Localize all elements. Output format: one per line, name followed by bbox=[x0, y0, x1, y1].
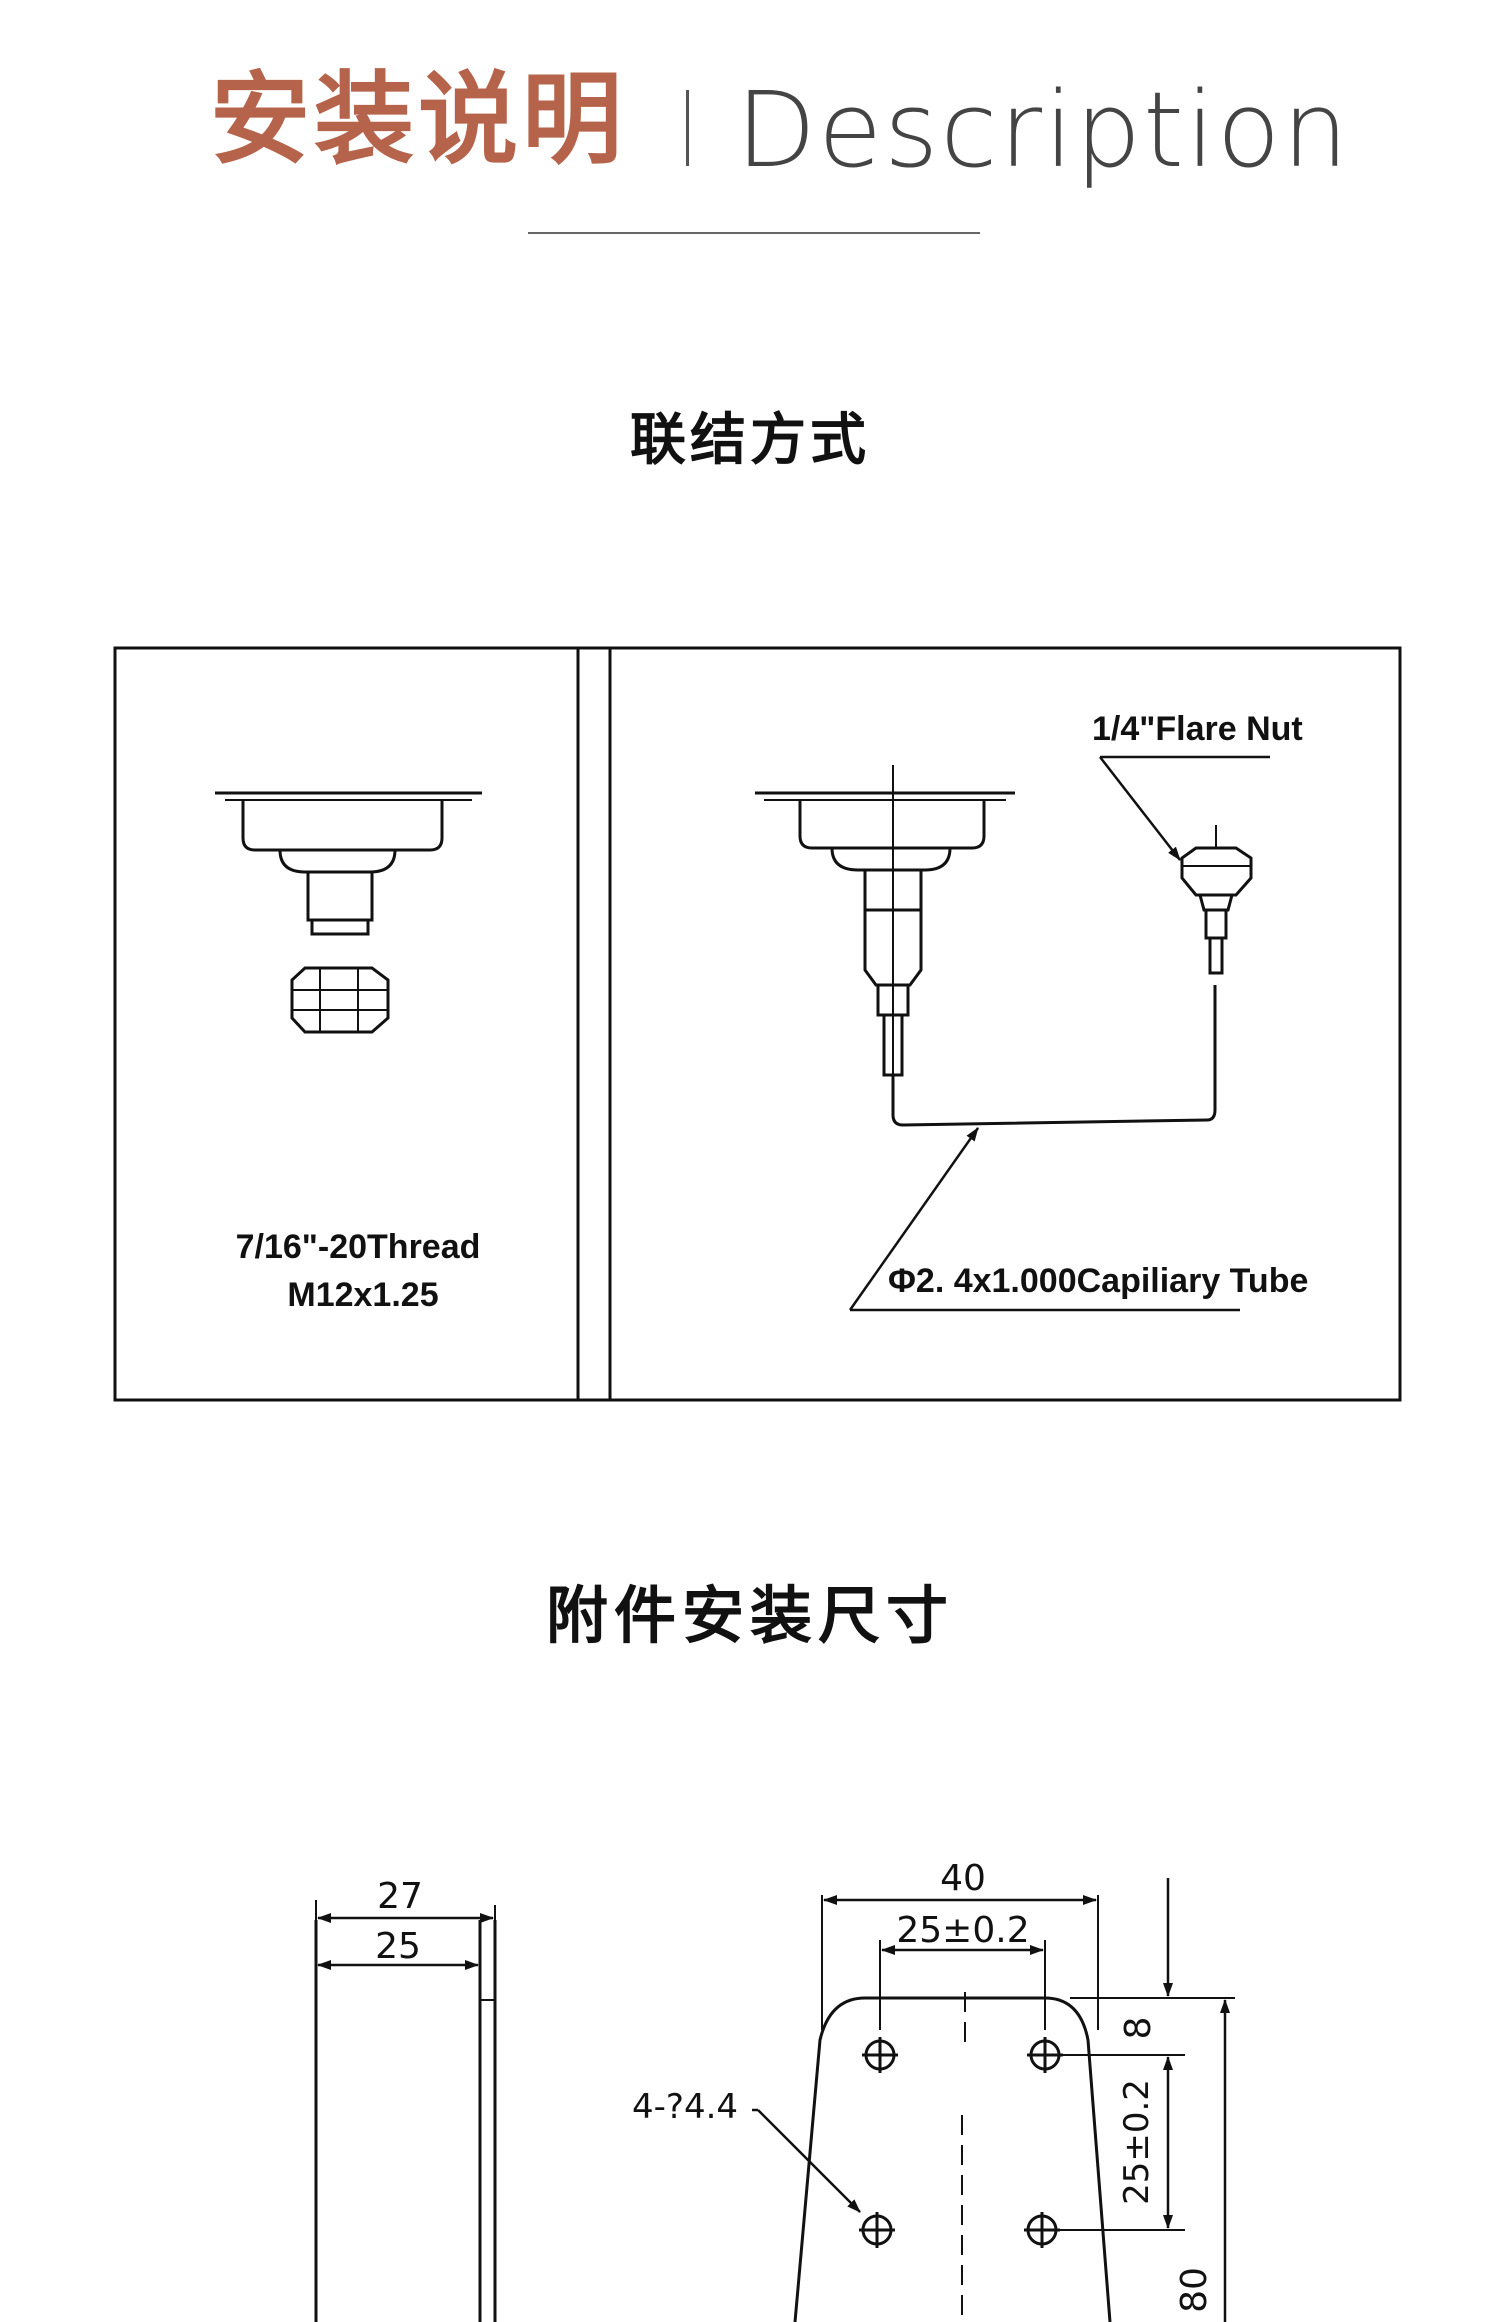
header: 安装说明 Description bbox=[0, 40, 1500, 200]
dim-8-label: 8 bbox=[1118, 2017, 1159, 2040]
mounting-section-title: 附件安装尺寸 bbox=[545, 1579, 954, 1652]
front-view-dimensions bbox=[752, 1878, 1230, 2322]
capillary-connector-illustration bbox=[755, 765, 1253, 1127]
hole-top-right bbox=[1027, 2037, 1063, 2073]
connection-frame bbox=[113, 646, 1402, 1402]
flare-nut-label: 1/4"Flare Nut bbox=[1092, 710, 1303, 748]
dim-25-tol-vertical-label: 25±0.2 bbox=[1117, 2079, 1157, 2205]
capillary-tube-label: Φ2. 4x1.000Capiliary Tube bbox=[888, 1262, 1308, 1300]
title-underline bbox=[528, 232, 980, 234]
mounting-front-view bbox=[793, 1895, 1235, 2322]
threaded-connector-illustration bbox=[215, 791, 482, 1034]
title-english: Description bbox=[736, 69, 1351, 191]
mounting-holes bbox=[859, 2037, 1063, 2248]
title-chinese: 安装说明 bbox=[210, 61, 626, 178]
hole-bottom-left bbox=[859, 2212, 895, 2248]
connection-diagram bbox=[113, 646, 1402, 1402]
thread-label: 7/16"-20Thread bbox=[236, 1228, 481, 1266]
dim-25-tol-label: 25±0.2 bbox=[896, 1910, 1029, 1951]
connection-section-title: 联结方式 bbox=[630, 407, 870, 473]
hole-bottom-right bbox=[1024, 2212, 1060, 2248]
dim-25-label: 25 bbox=[375, 1926, 421, 1967]
dim-27-label: 27 bbox=[377, 1876, 423, 1917]
metric-thread-label: M12x1.25 bbox=[287, 1276, 438, 1314]
hole-spec-label: 4-?4.4 bbox=[632, 2087, 738, 2127]
side-view-dimensions bbox=[317, 1913, 494, 1970]
leader-lines bbox=[848, 755, 1270, 1312]
mounting-side-view bbox=[314, 1900, 497, 2322]
dim-40-label: 40 bbox=[940, 1858, 986, 1899]
dim-80-label: 80 bbox=[1174, 2267, 1215, 2313]
title-separator bbox=[686, 90, 689, 166]
hole-top-left bbox=[862, 2037, 898, 2073]
